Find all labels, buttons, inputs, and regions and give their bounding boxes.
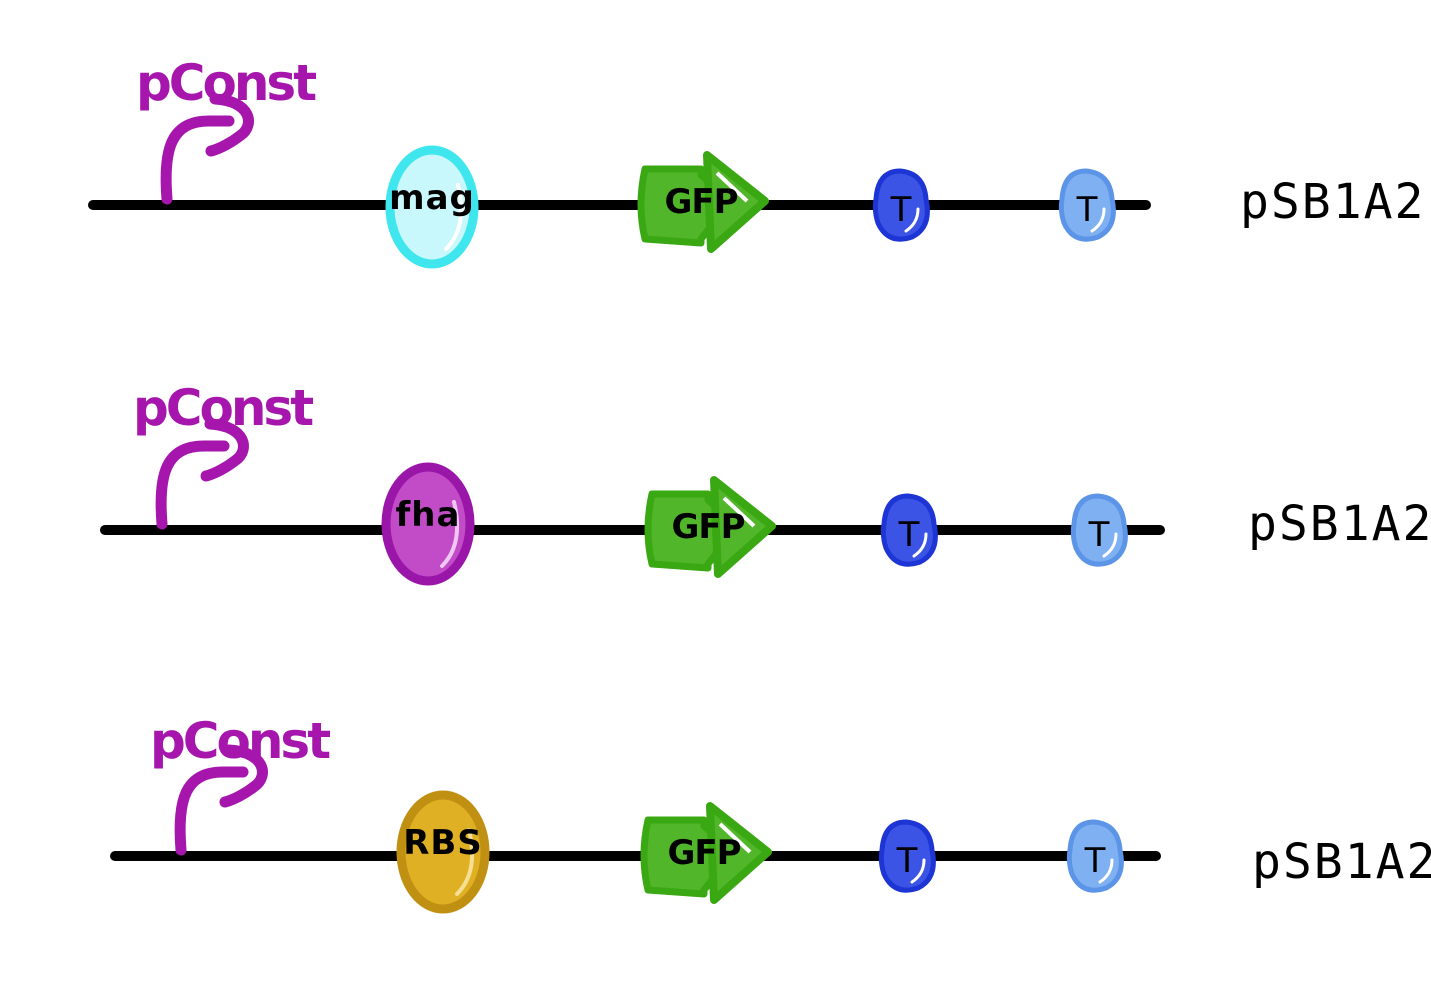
backbone-plasmid-label: pSB1A2: [1240, 174, 1425, 230]
promoter-arrowhead-icon: [219, 744, 268, 808]
gfp-reporter-arrow-icon: [640, 802, 772, 904]
terminator-1-label: T: [896, 841, 918, 881]
gfp-label: GFP: [671, 507, 744, 547]
promoter-label: pConst: [133, 379, 313, 437]
gene-part-label: mag: [389, 178, 475, 218]
gfp-label: GFP: [667, 833, 740, 873]
promoter-arrow-icon: [174, 766, 249, 856]
backbone-plasmid-label: pSB1A2: [1252, 834, 1431, 890]
terminator-2-label: T: [1076, 190, 1098, 230]
gfp-reporter-arrow-icon: [644, 476, 776, 578]
gfp-label: GFP: [664, 182, 737, 222]
gene-part-highlight: [444, 183, 464, 251]
terminator-2-label: T: [1088, 515, 1110, 555]
terminator-1-label: T: [898, 515, 920, 555]
gene-part-shape: [381, 462, 475, 586]
terminator-1-label: T: [890, 190, 912, 230]
gfp-reporter-arrow-icon: [637, 151, 769, 253]
gene-part-label: fha: [396, 495, 461, 535]
promoter-label: pConst: [150, 712, 330, 770]
backbone-plasmid-label: pSB1A2: [1248, 496, 1431, 552]
promoter-arrowhead-icon: [200, 418, 249, 482]
promoter-label: pConst: [136, 54, 316, 112]
promoter-arrow-icon: [155, 440, 230, 530]
gene-part-shape: [396, 790, 490, 914]
gene-part-highlight: [455, 828, 475, 896]
gene-part-label: RBS: [403, 823, 483, 863]
promoter-arrow-icon: [160, 115, 235, 205]
gene-part-highlight: [440, 500, 460, 568]
gene-part-shape: [385, 145, 479, 269]
terminator-2-label: T: [1084, 841, 1106, 881]
promoter-arrowhead-icon: [205, 93, 254, 157]
